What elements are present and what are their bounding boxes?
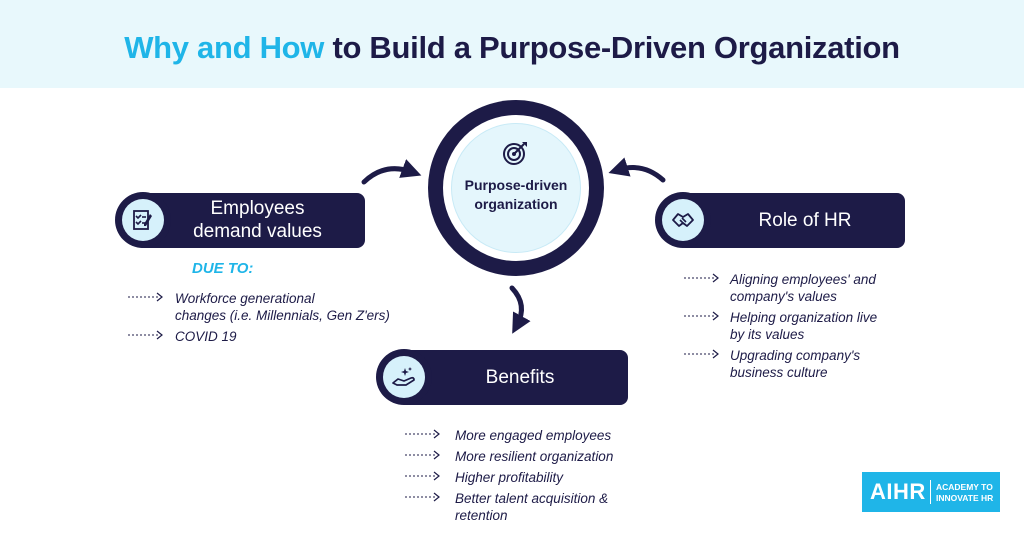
arrow-right-to-center [608,157,666,183]
list-item: Helping organization live by its values [684,309,914,343]
list-item: COVID 19 [128,328,398,345]
dashed-arrow-icon [405,450,440,460]
logo-sub-line1: ACADEMY TO [936,482,993,492]
logo-main-text: AIHR [870,479,926,504]
item-text-line2: by its values [730,327,805,342]
dashed-arrow-icon [405,492,440,502]
item-text-line1: Higher profitability [455,470,564,485]
benefits-label: Benefits [485,367,555,388]
dashed-arrow-icon [684,273,719,283]
benefits-pill [398,350,628,405]
item-text-line1: Aligning employees' and [730,272,876,287]
list-item: Workforce generational changes (i.e. Mil… [128,290,398,324]
item-text-line1: Helping organization live [730,310,878,325]
role-list: Aligning employees' and company's values… [684,271,914,381]
center-label-line2: organization [474,196,558,212]
employees-badge [115,192,171,248]
item-text-line1: Upgrading company's [730,348,861,363]
role-label: Role of HR [758,210,852,231]
page-title: Why and How to Build a Purpose-Driven Or… [0,30,1024,66]
item-text-line1: COVID 19 [175,329,237,344]
logo-sub-line2: INNOVATE HR [936,493,994,503]
logo-divider [930,480,931,504]
item-text-line1: More engaged employees [455,428,612,443]
hand-sparkle-icon [392,367,415,386]
list-item: Upgrading company's business culture [684,347,914,381]
title-rest: to Build a Purpose-Driven Organization [332,30,900,65]
checklist-icon [133,210,152,230]
header-band [0,0,1024,88]
center-label-line1: Purpose-driven [464,177,568,193]
handshake-icon [672,213,694,227]
dashed-arrow-icon [684,349,719,359]
due-to-label: DUE TO: [192,260,254,277]
list-item: Aligning employees' and company's values [684,271,914,305]
employees-label: Employees demand values [175,197,340,243]
role-pill [678,193,905,248]
item-text-line2: company's values [730,289,837,304]
item-text-line2: changes (i.e. Millennials, Gen Z'ers) [175,308,390,323]
list-item: More resilient organization [405,448,645,465]
item-text-line2: business culture [730,365,828,380]
dashed-arrow-icon [128,292,163,302]
dashed-arrow-icon [128,330,163,340]
item-text-line2: retention [455,508,508,523]
title-highlight: Why and How [124,30,325,65]
logo-sub-text: ACADEMY TO INNOVATE HR [936,482,993,504]
item-text-line1: Workforce generational [175,291,315,306]
employees-label-line2: demand values [193,221,322,242]
dashed-arrow-icon [405,471,440,481]
benefits-badge [376,349,432,405]
dashed-arrow-icon [684,311,719,321]
employees-pill [135,193,365,248]
dashed-arrow-icon [405,429,440,439]
employees-label-line1: Employees [210,198,305,219]
list-item: Higher profitability [405,469,645,486]
center-label: Purpose-driven organization [451,176,581,214]
aihr-logo: AIHR ACADEMY TO INNOVATE HR [862,472,1000,512]
list-item: More engaged employees [405,427,645,444]
arrow-center-to-benefits [509,285,531,334]
arrow-left-to-center [361,159,422,185]
employees-list: Workforce generational changes (i.e. Mil… [128,290,398,345]
list-item: Better talent acquisition & retention [405,490,645,524]
benefits-list: More engaged employees More resilient or… [405,427,645,524]
item-text-line1: More resilient organization [455,449,614,464]
item-text-line1: Better talent acquisition & [455,491,609,506]
target-icon [503,142,527,165]
role-badge [655,192,711,248]
